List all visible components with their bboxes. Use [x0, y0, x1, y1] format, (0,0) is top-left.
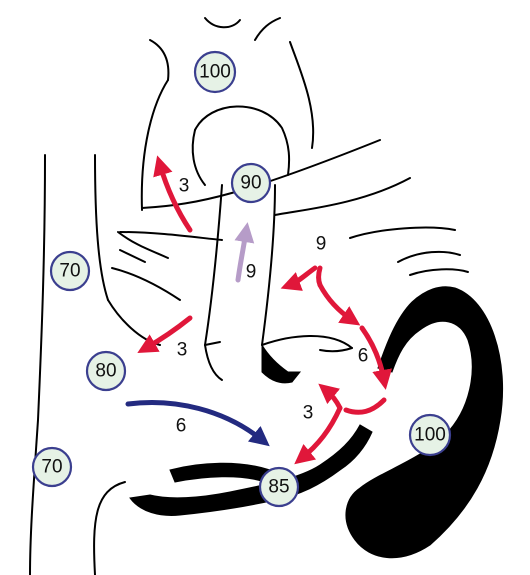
- papillary-muscle: [261, 343, 302, 384]
- aortic-arch-inner: [194, 105, 291, 176]
- sat-bubble-pulmonary-artery: 90: [230, 162, 272, 204]
- right-atrium-wall: [107, 299, 161, 346]
- pulmonary-vein-left-2: [111, 267, 181, 301]
- sat-bubble-ivc: 70: [31, 446, 73, 488]
- sat-value-right-atrium: 80: [95, 361, 116, 382]
- sat-bubble-left-ventricle: 100: [408, 413, 452, 457]
- pulmonary-vein-left-3: [119, 249, 146, 263]
- flow-label-ductus: 3: [179, 176, 190, 197]
- flow-label-left-atrium: 9: [316, 234, 327, 255]
- aortic-arch-right: [289, 41, 315, 149]
- pulmonary-vein-left-1: [117, 231, 169, 259]
- arrow-vsd-top: [343, 397, 387, 415]
- pulmonary-trunk-right: [261, 184, 276, 346]
- left-ventricle-free-wall: [345, 286, 504, 559]
- svc-right-wall: [94, 154, 109, 301]
- arrow-la-stem: [316, 265, 323, 288]
- pulmonary-trunk-left: [204, 184, 223, 346]
- pulmonary-branch-right-bottom: [274, 177, 411, 216]
- sat-value-pulmonary-artery: 90: [240, 173, 261, 194]
- interventricular-septum: [129, 424, 373, 516]
- svc-left-wall: [29, 154, 46, 575]
- valve-line-2: [319, 347, 353, 353]
- sat-value-svc: 70: [59, 261, 80, 282]
- sat-value-aorta: 100: [199, 62, 231, 83]
- valve-line-1: [204, 341, 221, 346]
- arrow-la-right: [317, 282, 361, 326]
- sat-bubble-right-ventricle: 85: [258, 466, 300, 508]
- flow-label-vsd: 3: [303, 403, 314, 424]
- moderator-band: [169, 462, 271, 483]
- subclavian-outline: [254, 17, 281, 41]
- left-atrium-floor: [261, 335, 353, 349]
- sat-bubble-aorta: 100: [193, 50, 237, 94]
- ventricular-walls: [129, 286, 504, 559]
- saturation-bubbles: 100 90 70 80 70 85: [31, 50, 452, 508]
- flow-label-mitral: 6: [358, 346, 369, 367]
- pulmonary-vein-right-2: [397, 250, 461, 263]
- arrow-venous-return: [125, 400, 270, 447]
- arrow-mitral: [359, 325, 393, 390]
- sat-bubble-svc: 70: [49, 250, 91, 292]
- flow-label-atrial-shunt: 3: [177, 340, 188, 361]
- ascending-aorta-outline: [140, 79, 169, 211]
- pulmonary-branch-left: [119, 231, 223, 241]
- sat-bubble-right-atrium: 80: [85, 350, 127, 392]
- arrow-atrial-shunt: [137, 315, 193, 353]
- carotid-outline: [204, 17, 241, 29]
- atrial-septum-line: [204, 344, 223, 381]
- sat-value-right-ventricle: 85: [268, 477, 289, 498]
- flow-labels: 3 9 9 3 6 3 6: [176, 176, 369, 437]
- vessel-outlines: [29, 17, 469, 575]
- pulmonary-vein-right-1: [349, 226, 456, 239]
- arrow-vsd-up: [318, 383, 343, 411]
- flow-label-venous-return: 6: [176, 416, 187, 437]
- ivc-right-wall: [93, 481, 126, 575]
- arrow-pulmonary: [234, 222, 255, 283]
- arrow-la-left: [280, 265, 318, 291]
- pulmonary-vein-right-3: [409, 268, 469, 276]
- descending-aorta: [191, 129, 206, 186]
- arrow-vsd-down: [294, 405, 343, 465]
- flow-label-pulmonary: 9: [246, 262, 257, 283]
- brachiocephalic-outline: [149, 39, 170, 81]
- sat-value-ivc: 70: [41, 457, 62, 478]
- flow-arrows: [125, 155, 393, 465]
- arrow-ductus: [153, 155, 193, 233]
- sat-value-left-ventricle: 100: [414, 425, 446, 446]
